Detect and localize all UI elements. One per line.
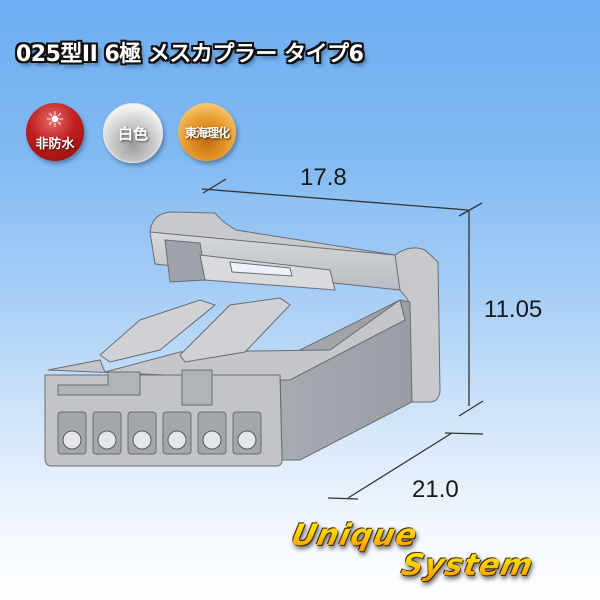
badge-label: 非防水 [35,136,75,152]
sun-icon: ☀ [45,107,65,133]
dimension-height-label: 11.05 [484,296,543,323]
logo-line1: Unique [288,518,421,553]
logo-line2: System [398,548,537,583]
dimension-lines [201,178,484,500]
dimension-width-label: 17.8 [300,164,347,191]
pin-terminals [62,430,257,450]
dimension-depth-label: 21.0 [412,476,459,503]
badge-manufacturer: 東海理化 [178,103,236,161]
product-title: 025型II 6極 メスカプラー タイプ6 [16,42,364,67]
badge-label: 白色 [117,124,148,143]
badge-white-color: 白色 [103,103,163,163]
badge-label: 東海理化 [184,125,230,140]
badge-non-waterproof: ☀ 非防水 [26,103,84,161]
